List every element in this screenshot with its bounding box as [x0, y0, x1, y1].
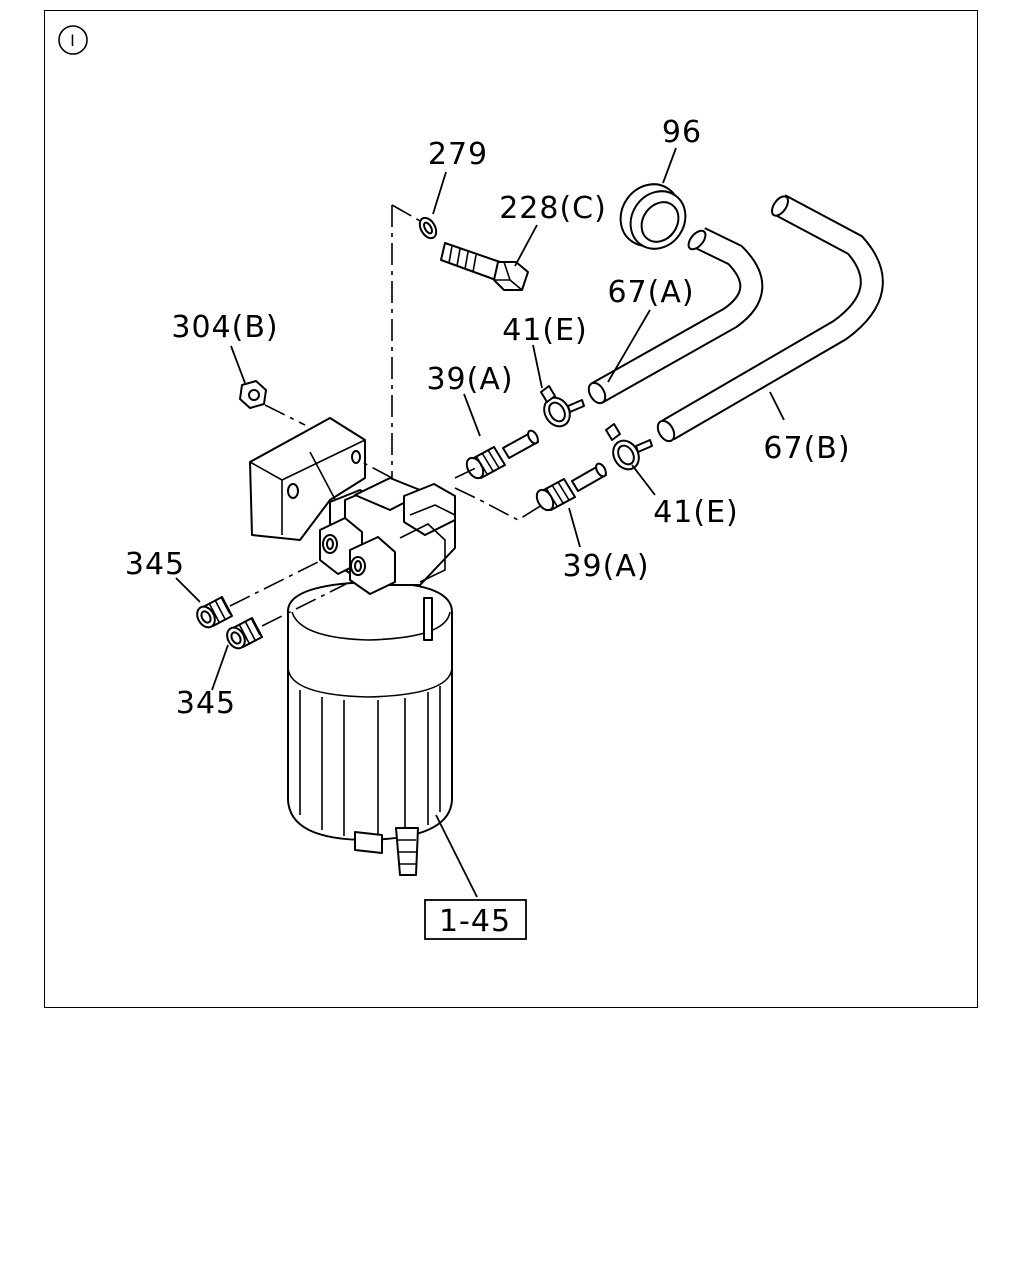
plug-345-top — [196, 596, 233, 629]
callout-228c: 228(C) — [499, 191, 607, 226]
plug-345-bottom — [226, 617, 263, 650]
callout-345-top: 345 — [125, 547, 185, 582]
callout-41e-right: 41(E) — [653, 495, 739, 530]
grommet-96 — [619, 183, 687, 250]
callout-345-bottom: 345 — [176, 686, 236, 721]
callout-67a: 67(A) — [607, 275, 694, 310]
hose-67a — [587, 227, 764, 405]
connector-39a-top — [465, 429, 539, 480]
callout-1-45-box — [424, 899, 527, 940]
fuel-filter-assembly — [249, 417, 456, 876]
washer-279 — [418, 216, 438, 240]
section-marker: I — [58, 25, 88, 55]
callout-39a-top: 39(A) — [426, 362, 513, 397]
diagram-frame — [44, 10, 978, 1008]
callout-1-45: 1-45 — [439, 904, 511, 939]
nut-304b — [239, 380, 267, 409]
callout-304b: 304(B) — [171, 310, 278, 345]
hose-67b — [656, 194, 884, 443]
callout-96: 96 — [662, 115, 702, 150]
callout-279: 279 — [428, 137, 488, 172]
leader-lines — [175, 147, 785, 898]
callout-39a-bottom: 39(A) — [562, 549, 649, 584]
connector-39a-bottom — [535, 462, 607, 512]
clamp-41e-top — [540, 385, 585, 428]
section-marker-label: I — [70, 31, 76, 50]
callout-67b: 67(B) — [763, 431, 850, 466]
bolt-228c — [440, 242, 529, 291]
callout-41e-top: 41(E) — [502, 313, 588, 348]
clamp-41e-right — [605, 423, 653, 471]
